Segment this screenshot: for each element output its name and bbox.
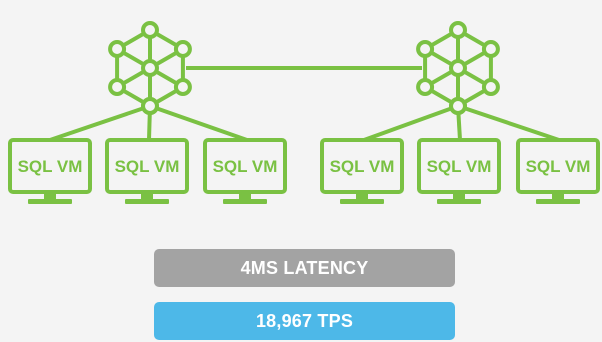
monitor-icon [417,138,501,204]
hub-node [141,21,159,39]
monitor-neck [453,194,465,200]
hub-node [481,40,500,58]
network-diagram: SQL VM SQL VM SQL VM SQL VM SQL VM SQL V… [8,21,600,204]
hub-node [173,78,192,96]
monitor-neck [356,194,368,200]
monitor-neck [44,194,56,200]
hub-node [416,78,435,96]
monitor-stand [340,199,384,204]
monitor-stand [125,199,169,204]
monitor-icon [516,138,600,204]
monitor-neck [141,194,153,200]
vm-label: SQL VM [330,157,395,176]
sql-vm-monitor: SQL VM [8,138,92,204]
hub-node [108,40,127,58]
monitor-screen [516,138,600,194]
tps-bar: 18,967 TPS [154,302,455,340]
sql-vm-monitor: SQL VM [203,138,287,204]
monitor-screen [203,138,287,194]
vm-label: SQL VM [526,157,591,176]
hub-center-node [141,59,159,77]
sql-vm-monitor: SQL VM [417,138,501,204]
monitor-icon [105,138,189,204]
hub-center-node [449,59,467,77]
vm-connector-line [149,104,248,142]
monitor-screen [320,138,404,194]
hub-node [449,21,467,39]
latency-bar: 4MS LATENCY [154,249,455,287]
hub-node [173,40,192,58]
vm-label: SQL VM [213,157,278,176]
monitor-icon [203,138,287,204]
vm-label: SQL VM [18,157,83,176]
cluster-left: SQL VM SQL VM SQL VM [8,21,287,204]
monitor-stand [437,199,481,204]
network-hub-icon [108,21,192,115]
monitor-stand [28,199,72,204]
vm-label: SQL VM [115,157,180,176]
monitor-stand [536,199,580,204]
sql-vm-monitor: SQL VM [320,138,404,204]
monitor-neck [239,194,251,200]
hub-node [416,40,435,58]
vm-connector-line [457,104,560,142]
vm-connector-lines [363,97,560,142]
sql-vm-monitor: SQL VM [105,138,189,204]
monitor-icon [320,138,404,204]
hub-node [481,78,500,96]
hub-node [141,97,159,115]
monitor-screen [8,138,92,194]
vm-connector-lines [49,97,248,142]
monitor-screen [105,138,189,194]
hub-node [449,97,467,115]
monitor-icon [8,138,92,204]
monitor-stand [223,199,267,204]
cluster-right: SQL VM SQL VM SQL VM [320,21,600,204]
hub-node [108,78,127,96]
vm-label: SQL VM [427,157,492,176]
monitor-screen [417,138,501,194]
vm-connector-line [49,104,151,142]
sql-vm-monitor: SQL VM [516,138,600,204]
monitor-neck [552,194,564,200]
vm-connector-line [363,104,459,142]
